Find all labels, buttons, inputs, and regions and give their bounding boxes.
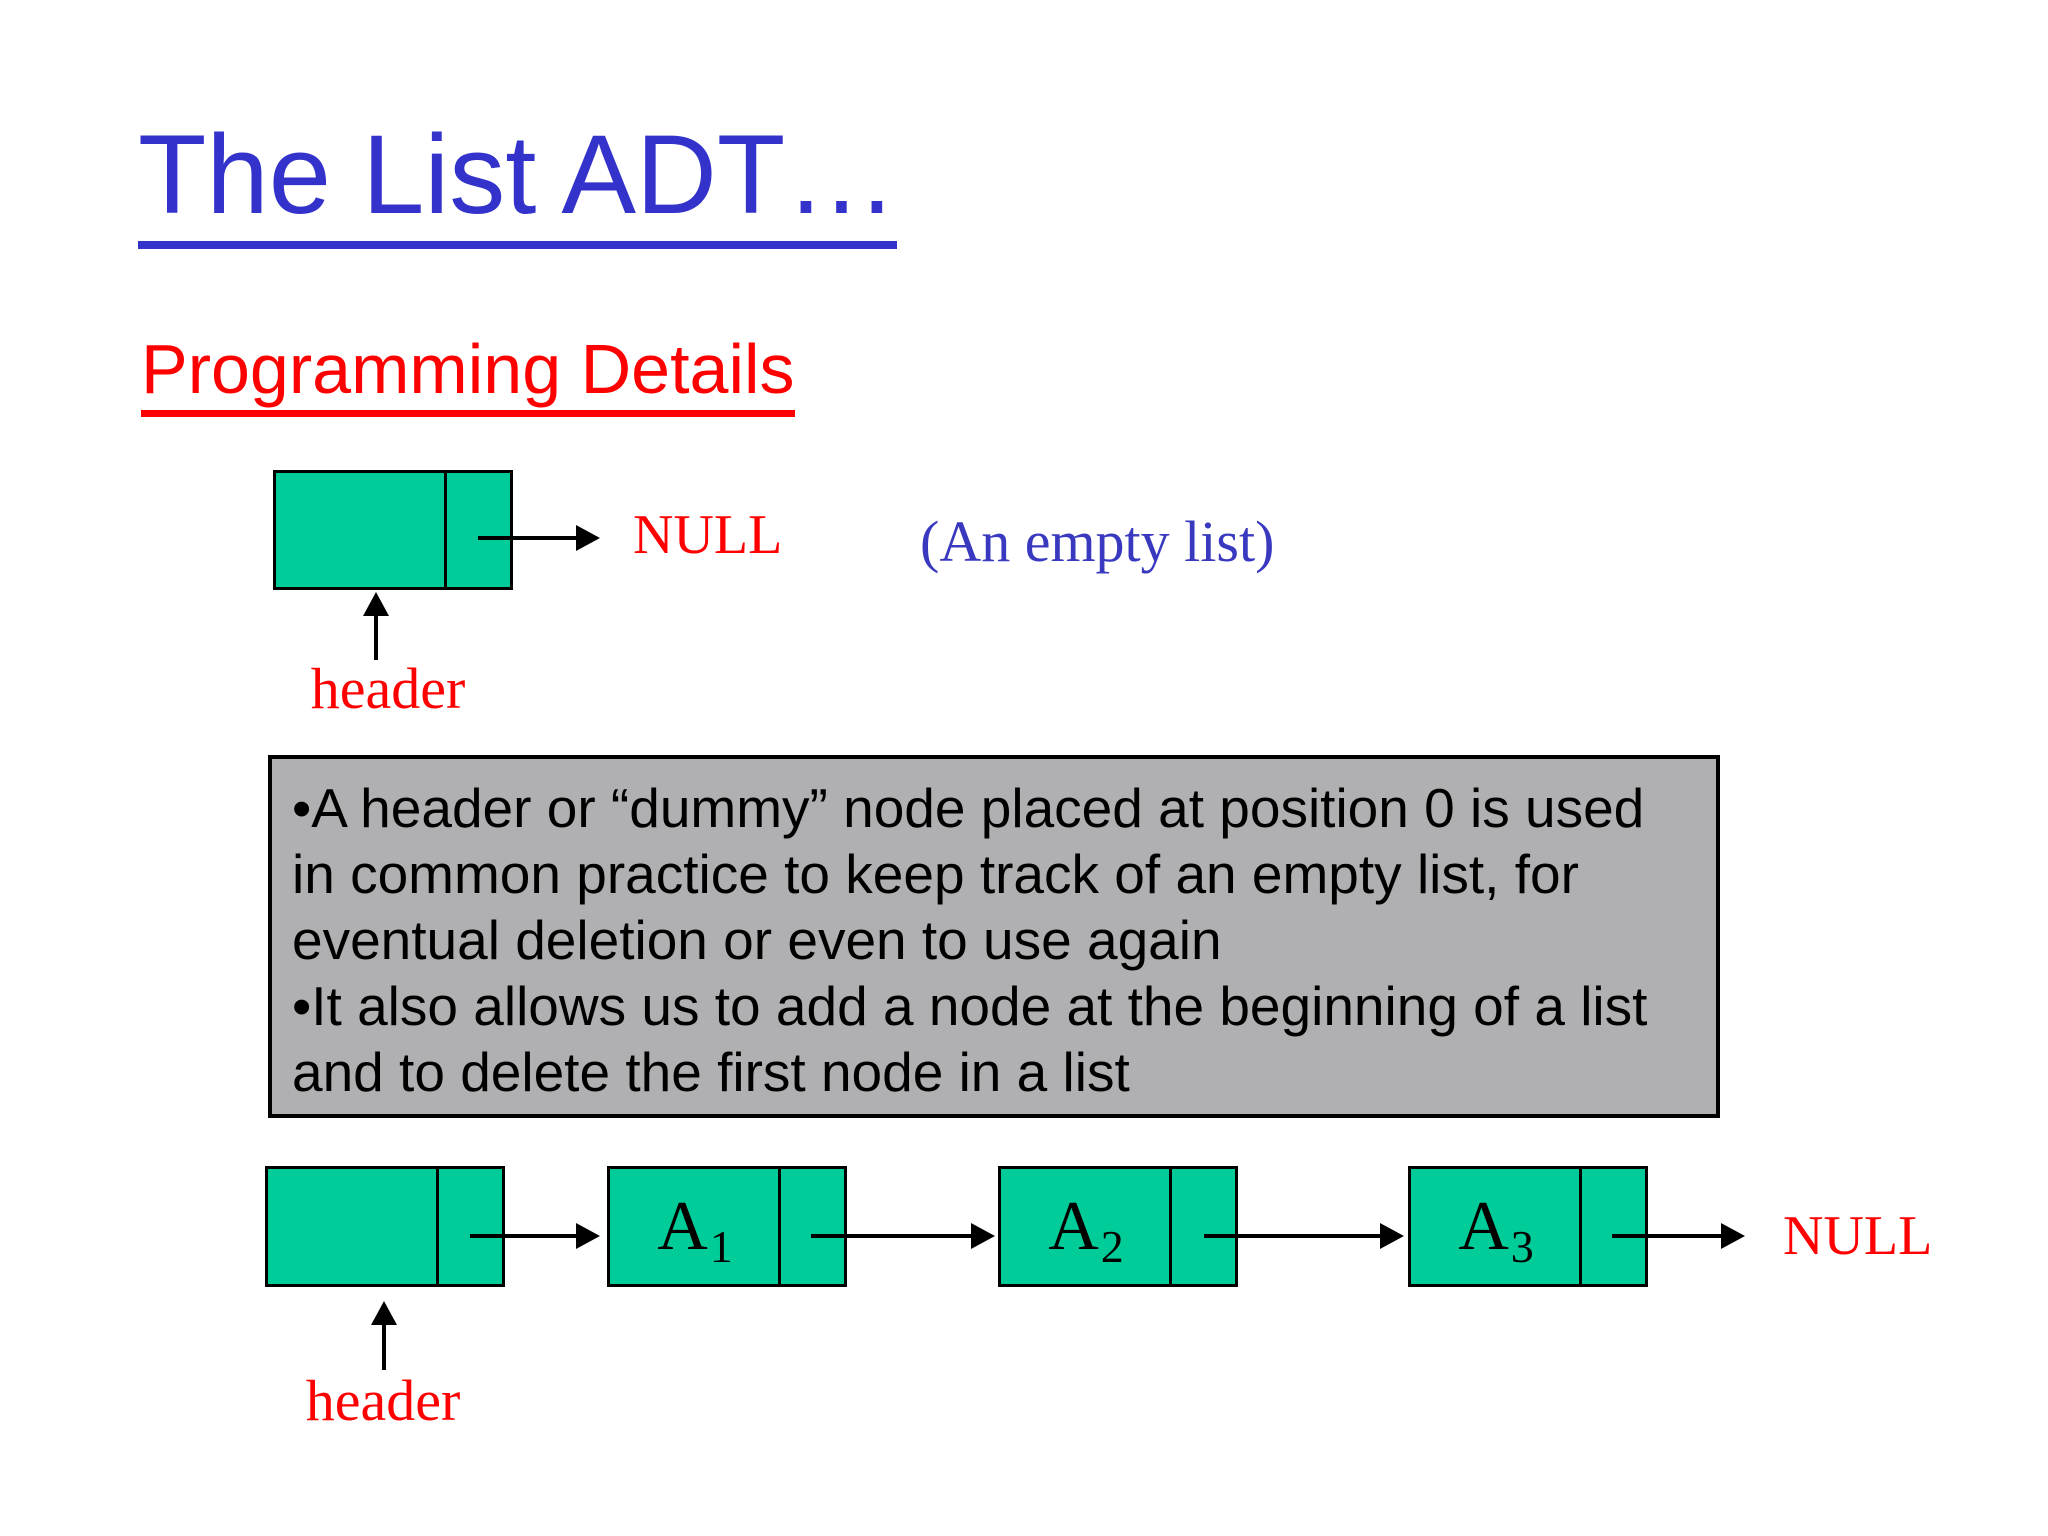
node-value-subscript: 3 [1510, 1221, 1534, 1272]
arrowhead-icon [1721, 1223, 1745, 1249]
section-heading: Programming Details [141, 334, 795, 417]
arrowhead-icon [1380, 1223, 1404, 1249]
null-pointer-arrow-icon [1612, 1223, 1745, 1249]
arrowhead-icon [971, 1223, 995, 1249]
node-cell-divider [1169, 1169, 1172, 1284]
header-pointer-arrow-icon [382, 1321, 386, 1370]
note-line: •It also allows us to add a node at the … [292, 975, 1648, 1037]
node-value-subscript: 1 [709, 1221, 733, 1272]
page-title: The List ADT… [138, 112, 898, 250]
null-label-top: NULL [633, 504, 783, 566]
note-line: eventual deletion or even to use again [292, 909, 1222, 971]
notes-panel: •A header or “dummy” node placed at posi… [268, 755, 1720, 1118]
next-pointer-arrow-icon [1204, 1223, 1404, 1249]
node-value-base: A [657, 1187, 708, 1265]
node-cell-divider [1579, 1169, 1582, 1284]
header-label-bottom: header [305, 1368, 461, 1433]
node-value-subscript: 2 [1100, 1221, 1124, 1272]
node-value-base: A [1458, 1187, 1509, 1265]
null-label-bottom: NULL [1783, 1205, 1933, 1267]
arrowhead-icon [576, 525, 600, 551]
list-header-node [265, 1166, 505, 1287]
arrowhead-icon [576, 1223, 600, 1249]
node-value-base: A [1048, 1187, 1099, 1265]
note-line: in common practice to keep track of an e… [292, 843, 1579, 905]
empty-list-header-node [273, 470, 513, 590]
node-cell-divider [778, 1169, 781, 1284]
note-line: •A header or “dummy” node placed at posi… [292, 777, 1645, 839]
note-line: and to delete the first node in a list [292, 1041, 1130, 1103]
node-cell-divider [444, 473, 447, 587]
next-pointer-arrow-icon [811, 1223, 995, 1249]
empty-list-caption: (An empty list) [920, 509, 1275, 574]
header-pointer-arrow-icon [374, 612, 378, 660]
null-pointer-arrow-icon [478, 525, 600, 551]
node-cell-divider [436, 1169, 439, 1284]
header-label-top: header [310, 656, 466, 721]
next-pointer-arrow-icon [470, 1223, 600, 1249]
